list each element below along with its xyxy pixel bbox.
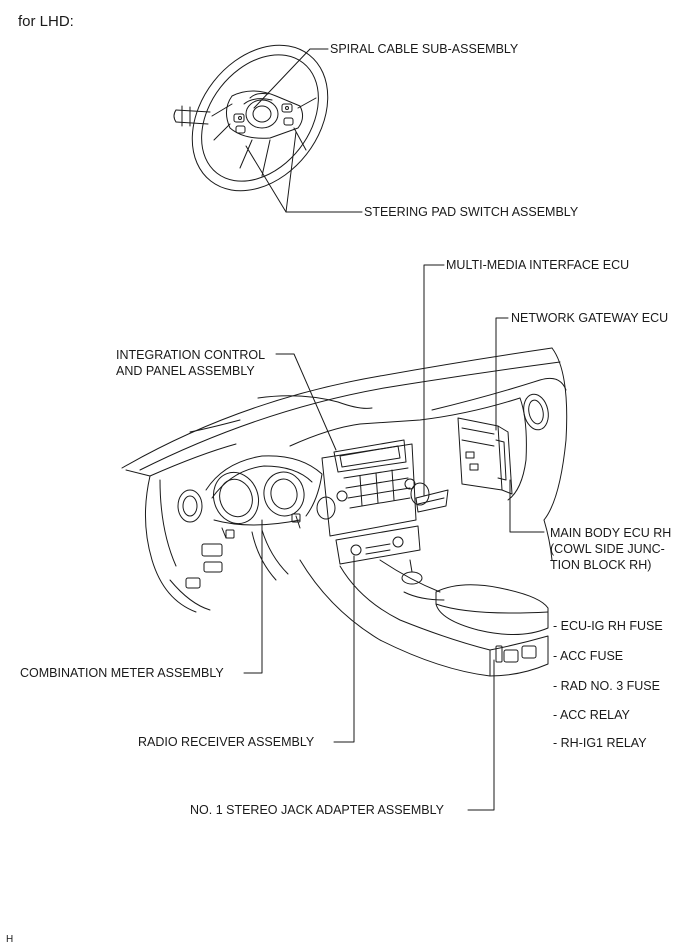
fuse-list-item: - ACC FUSE: [553, 649, 624, 663]
label-integration-control-line2: AND PANEL ASSEMBLY: [116, 364, 255, 378]
fuse-list-item: - ACC RELAY: [553, 708, 630, 722]
label-main-body-ecu-line3: TION BLOCK RH): [550, 558, 652, 572]
diagram-heading: for LHD:: [18, 13, 74, 30]
label-stereo-jack-adapter: NO. 1 STEREO JACK ADAPTER ASSEMBLY: [190, 803, 445, 817]
leader-lines: [244, 49, 544, 810]
fuse-list-item: - RH-IG1 RELAY: [553, 736, 647, 750]
label-integration-control-line1: INTEGRATION CONTROL: [116, 348, 266, 362]
corner-code: H: [6, 934, 14, 945]
fuse-list-item: - ECU-IG RH FUSE: [553, 619, 663, 633]
steering-wheel-drawing: [164, 19, 355, 218]
dashboard-drawing: [122, 348, 567, 676]
label-network-gateway-ecu: NETWORK GATEWAY ECU: [511, 311, 669, 325]
label-main-body-ecu-line1: MAIN BODY ECU RH: [550, 526, 672, 540]
label-multi-media-ecu: MULTI-MEDIA INTERFACE ECU: [446, 258, 630, 272]
label-spiral-cable: SPIRAL CABLE SUB-ASSEMBLY: [330, 42, 519, 56]
label-main-body-ecu-line2: (COWL SIDE JUNC-: [550, 542, 665, 556]
fuse-list-item: - RAD NO. 3 FUSE: [553, 679, 660, 693]
label-radio-receiver: RADIO RECEIVER ASSEMBLY: [138, 735, 315, 749]
label-steering-pad-switch: STEERING PAD SWITCH ASSEMBLY: [364, 205, 579, 219]
label-combination-meter: COMBINATION METER ASSEMBLY: [20, 666, 224, 680]
